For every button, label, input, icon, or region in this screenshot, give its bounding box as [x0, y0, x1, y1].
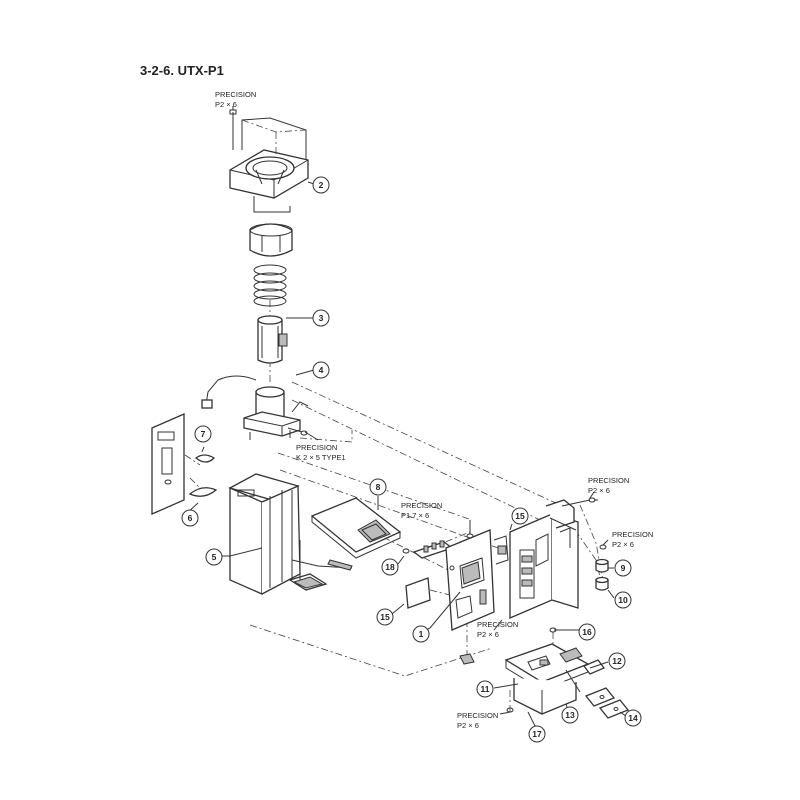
part-18-connector [402, 540, 454, 559]
callout-16: 16 [578, 623, 596, 641]
callout-8-label: 8 [376, 482, 381, 492]
note-base-screw: PRECISION P2 × 6 [477, 620, 518, 639]
callout-18-label: 18 [385, 562, 395, 572]
callout-9: 9 [614, 559, 632, 577]
part-2-top-cover [229, 109, 309, 213]
part-6-side-plate [151, 413, 218, 515]
callout-11-label: 11 [481, 684, 490, 694]
callout-2-label: 2 [319, 180, 324, 190]
callout-6-label: 6 [188, 513, 193, 523]
note-frame-screw-upper: PRECISION P2 × 6 [588, 476, 629, 495]
note-bottom-screw-line2: P2 × 6 [457, 721, 479, 730]
callout-17: 17 [528, 725, 546, 743]
note-board-screw-line1: PRECISION [401, 501, 442, 510]
callout-13-label: 13 [565, 710, 575, 720]
note-frame-screw-lower: PRECISION P2 × 6 [612, 530, 653, 549]
callout-1-label: 1 [419, 629, 424, 639]
note-frame-screw-lower-line1: PRECISION [612, 530, 653, 539]
note-frame-screw-upper-line2: P2 × 6 [588, 486, 610, 495]
callout-7: 7 [194, 425, 212, 443]
assembly-guide-lines [184, 225, 604, 712]
callout-12: 12 [608, 652, 626, 670]
note-bottom-screw-line1: PRECISION [457, 711, 498, 720]
note-board-screw-line2: P1.7 × 6 [401, 511, 429, 520]
callout-3-label: 3 [319, 313, 324, 323]
note-top-screw: PRECISION P2 × 6 [215, 90, 256, 109]
callout-10: 10 [614, 591, 632, 609]
note-frame-screw-upper-line1: PRECISION [588, 476, 629, 485]
note-top-screw-line2: P2 × 6 [215, 100, 237, 109]
callout-15-upper-label: 15 [515, 511, 525, 521]
part-9-knob [595, 558, 609, 573]
page-title: 3-2-6. UTX-P1 [140, 63, 224, 78]
note-bottom-screw: PRECISION P2 × 6 [457, 711, 498, 730]
callout-3: 3 [312, 309, 330, 327]
note-board-screw: PRECISION P1.7 × 6 [401, 501, 442, 520]
part-14-clips [584, 687, 630, 719]
callout-16-label: 16 [582, 627, 592, 637]
callout-13: 13 [561, 706, 579, 724]
part-1-circuit-board [445, 528, 509, 631]
right-vertical-frame [509, 497, 607, 619]
callout-1: 1 [412, 625, 430, 643]
callout-5-label: 5 [212, 552, 217, 562]
part-10-knob [595, 576, 609, 591]
note-k-screw: PRECISION K 2 × 5 TYPE1 [296, 443, 346, 462]
note-base-screw-line1: PRECISION [477, 620, 518, 629]
callout-6: 6 [181, 509, 199, 527]
part-15-bracket-left [405, 577, 431, 609]
part-3-cylinder [257, 315, 288, 364]
callout-9-label: 9 [621, 563, 626, 573]
callout-14-label: 14 [628, 713, 638, 723]
callout-12-label: 12 [612, 656, 622, 666]
callout-15-lower: 15 [376, 608, 394, 626]
callout-18: 18 [381, 558, 399, 576]
part-4-base-assembly [201, 375, 309, 440]
callout-17-label: 17 [532, 729, 542, 739]
callout-10-label: 10 [618, 595, 628, 605]
callout-11: 11 [476, 680, 494, 698]
part-8-tray [310, 497, 402, 559]
note-frame-screw-lower-line2: P2 × 6 [612, 540, 634, 549]
part-11-bottom-base [459, 627, 590, 715]
callout-8: 8 [369, 478, 387, 496]
callout-4: 4 [312, 361, 330, 379]
part-5-main-housing [228, 473, 353, 595]
note-base-screw-line2: P2 × 6 [477, 630, 499, 639]
callout-2: 2 [312, 176, 330, 194]
coil-spring [253, 264, 287, 307]
note-k-screw-line2: K 2 × 5 TYPE1 [296, 453, 346, 462]
note-top-screw-line1: PRECISION [215, 90, 256, 99]
callout-7-label: 7 [201, 429, 206, 439]
callout-15-lower-label: 15 [380, 612, 390, 622]
callout-5: 5 [205, 548, 223, 566]
spring-guide-sleeve [249, 223, 293, 257]
callout-4-label: 4 [319, 365, 324, 375]
callout-14: 14 [624, 709, 642, 727]
callout-15-upper: 15 [511, 507, 529, 525]
note-k-screw-line1: PRECISION [296, 443, 337, 452]
